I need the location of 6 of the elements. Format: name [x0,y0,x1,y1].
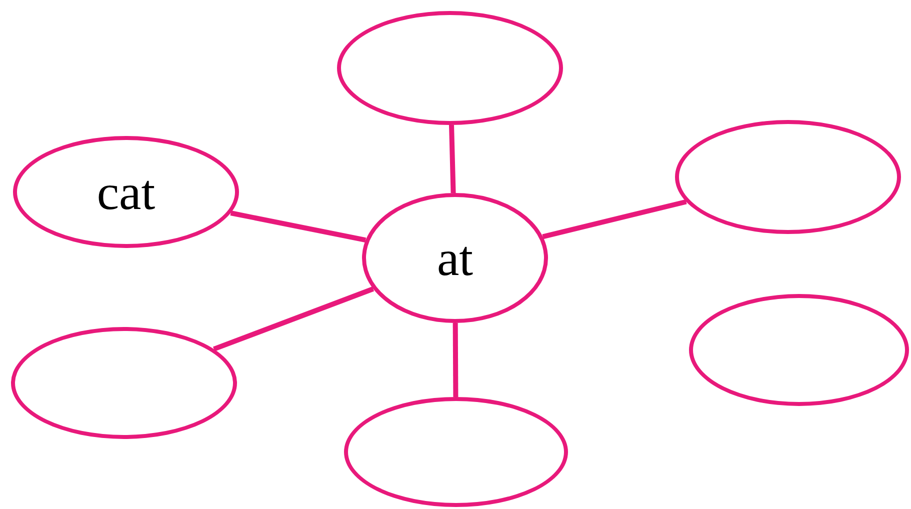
connector-line [449,124,456,194]
connector-line [213,286,374,352]
connector-line [452,322,458,397]
node-label: cat [96,167,156,217]
node-label: at [436,233,474,283]
connector-line [542,199,687,240]
